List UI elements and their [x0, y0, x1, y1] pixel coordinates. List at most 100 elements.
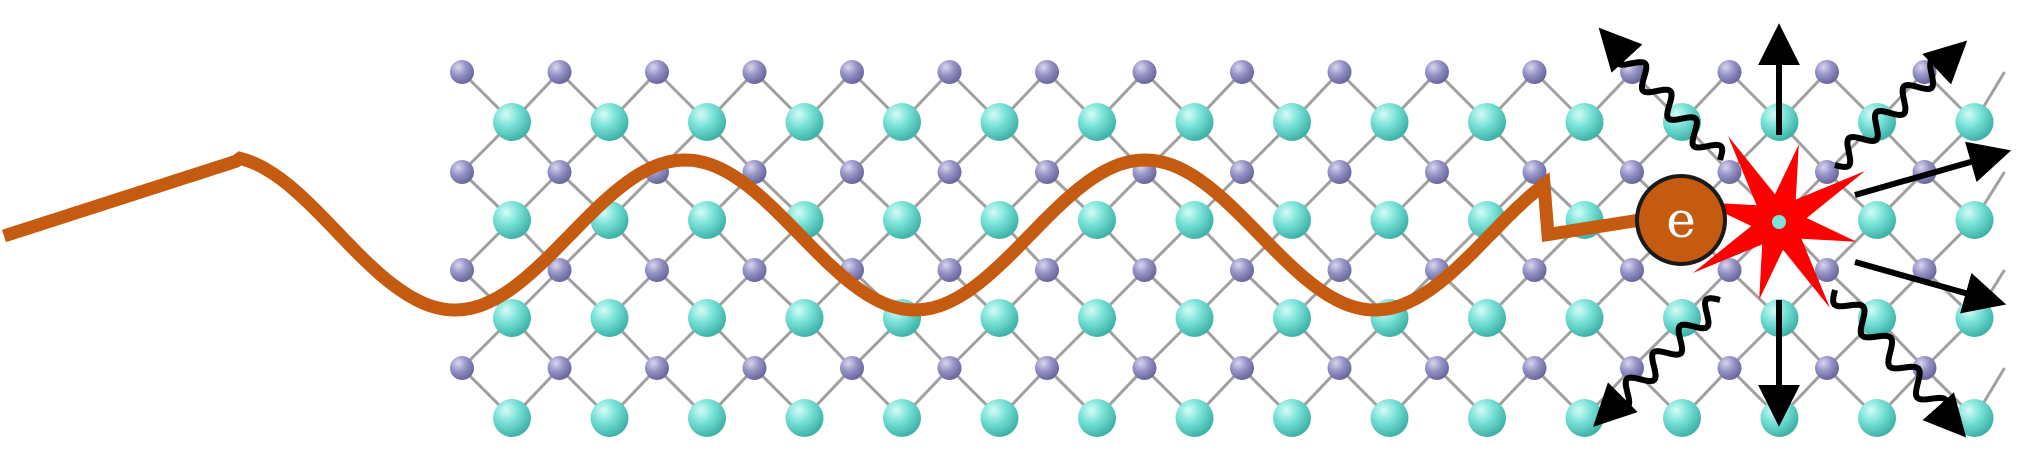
lattice-atom-large — [1078, 299, 1116, 337]
wavy-emission-arrow-head — [1922, 392, 1967, 438]
lattice-atom-small — [1230, 160, 1254, 184]
lattice-atom-large — [493, 299, 531, 337]
lattice-atom-small — [1230, 60, 1254, 84]
lattice-atom-small — [547, 60, 572, 84]
wavy-emission-arrow — [1830, 289, 1951, 415]
lattice-atom-large — [883, 399, 921, 437]
lattice-atom-small — [1230, 258, 1254, 282]
lattice-atom-large — [1175, 399, 1214, 437]
lattice-atom-small — [1035, 160, 1059, 184]
lattice-atom-large — [1565, 299, 1604, 337]
lattice-atom-small — [1425, 356, 1449, 380]
lattice-atom-large — [1370, 399, 1409, 437]
electron-particle-icon: e — [1635, 174, 1727, 266]
lattice-atom-small — [1522, 258, 1547, 282]
lattice-atom-small — [937, 160, 962, 184]
lattice-atom-small — [450, 60, 474, 84]
emission-arrow — [1854, 259, 2007, 314]
lattice-atom-large — [1663, 103, 1701, 141]
lattice-atom-large — [688, 399, 726, 437]
electron-circle — [1635, 174, 1727, 266]
lattice-atom-small — [547, 356, 572, 380]
lattice-atom-small — [1230, 356, 1254, 380]
lattice-atom-large — [1175, 299, 1214, 337]
wavy-emission-arrow — [1613, 48, 1726, 161]
lattice-atom-small — [1327, 258, 1352, 282]
lattice-atom-small — [1327, 60, 1352, 84]
lattice-atom-small — [450, 356, 474, 380]
lattice-atom-small — [1620, 258, 1644, 282]
lattice-atom-large — [493, 201, 531, 239]
lattice-atom-small — [1035, 60, 1059, 84]
lattice-atom-large — [590, 299, 629, 337]
emission-arrows — [1593, 23, 2012, 438]
lattice-atom-large — [1858, 399, 1896, 437]
lattice-atom-small — [1425, 60, 1449, 84]
lattice-atom-small — [1522, 160, 1547, 184]
lattice-atom-small — [547, 160, 572, 184]
lattice-atom-small — [937, 60, 962, 84]
lattice-atom-large — [883, 201, 921, 239]
lattice-atom-large — [1078, 103, 1116, 141]
lattice-atom-small — [645, 356, 669, 380]
lattice-atom-large — [1955, 399, 1994, 437]
lattice-atom-large — [785, 299, 824, 337]
lattice-atom-large — [688, 201, 726, 239]
lattice-atom-small — [1132, 60, 1157, 84]
lattice-atom-large — [688, 299, 726, 337]
lattice-atom-small — [1717, 60, 1742, 84]
wavy-emission-arrow — [1613, 295, 1721, 411]
lattice-atom-small — [1620, 160, 1644, 184]
wavy-emission-arrow-head — [1593, 382, 1638, 427]
lattice-atom-small — [1522, 356, 1547, 380]
lattice-atom-large — [1663, 399, 1701, 437]
lattice-atom-large — [1468, 103, 1506, 141]
lattice-atom-large — [590, 399, 629, 437]
wavy-emission-arrow-head — [1598, 27, 1643, 73]
lattice-atom-large — [1955, 299, 1994, 337]
lattice-atom-large — [493, 399, 531, 437]
lattice-atom-small — [1132, 356, 1157, 380]
wavy-electron-path — [1, 151, 1641, 317]
lattice-atom-large — [1370, 103, 1409, 141]
lattice-atom-large — [1273, 299, 1311, 337]
lattice-atom-large — [980, 299, 1019, 337]
lattice-atom-small — [937, 258, 962, 282]
wavy-emission-arrow — [1834, 55, 1947, 171]
lattice-atom-small — [1815, 60, 1839, 84]
lattice-atom-small — [645, 258, 669, 282]
lattice-atom-large — [1078, 201, 1116, 239]
lattice-atom-small — [1717, 356, 1742, 380]
lattice-atom-small — [1620, 356, 1644, 380]
lattice-atom-large — [1078, 399, 1116, 437]
lattice-atom-small — [1327, 160, 1352, 184]
lattice-atom-large — [493, 103, 531, 141]
electron-label: e — [1666, 191, 1696, 249]
lattice-atom-large — [1955, 103, 1994, 141]
lattice-atom-large — [883, 103, 921, 141]
wavy-emission-arrow-head — [1922, 40, 1968, 85]
lattice-atom-small — [840, 356, 864, 380]
lattice-atom-small — [450, 160, 474, 184]
lattice-atom-small — [742, 258, 767, 282]
lattice-atom-small — [937, 356, 962, 380]
lattice-atom-small — [1717, 160, 1742, 184]
lattice-atom-large — [1565, 103, 1604, 141]
lattice-atom-large — [1468, 299, 1506, 337]
lattice-atom-large — [1858, 299, 1896, 337]
impact-core-atom — [1772, 215, 1786, 229]
lattice-atom-small — [742, 356, 767, 380]
lattice-atom-small — [1425, 160, 1449, 184]
lattice-atom-small — [450, 258, 474, 282]
lattice-atom-small — [1815, 160, 1839, 184]
lattice-atom-large — [1955, 201, 1994, 239]
lattice-atom-small — [1132, 258, 1157, 282]
lattice-atom-small — [1912, 258, 1937, 282]
lattice-atom-small — [1815, 356, 1839, 380]
lattice-atom-small — [1717, 258, 1742, 282]
emission-arrow — [1854, 141, 2012, 198]
lattice-atom-small — [1035, 356, 1059, 380]
lattice-atom-small — [1035, 258, 1059, 282]
lattice-atom-large — [1370, 201, 1409, 239]
